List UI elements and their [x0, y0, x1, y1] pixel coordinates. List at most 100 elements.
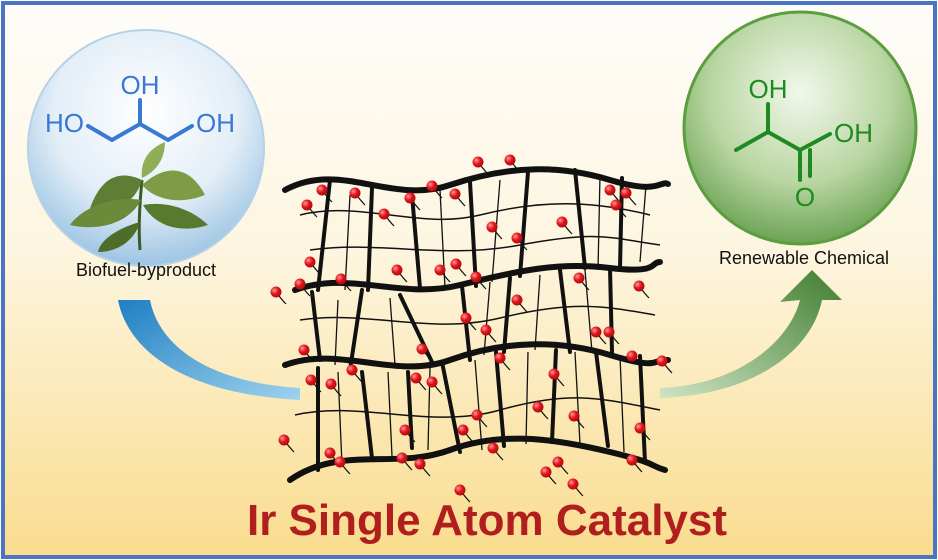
crosslink — [558, 268, 572, 354]
left-caption: Biofuel-byproduct — [76, 260, 216, 280]
ir-atom — [460, 312, 472, 324]
crosslink — [550, 348, 558, 444]
ir-atom — [396, 452, 408, 464]
ir-atom — [391, 264, 403, 276]
crosslink — [310, 290, 322, 362]
ir-atom — [301, 199, 313, 211]
ir-atom — [552, 456, 564, 468]
crosslink — [440, 360, 462, 454]
ir-atom — [511, 232, 523, 244]
crosslink-thin — [337, 371, 343, 466]
crosslink-thin — [344, 194, 351, 291]
ir-atom — [568, 410, 580, 422]
crosslink-thin — [389, 297, 396, 366]
crosslink — [410, 193, 422, 290]
crosslink-thin — [584, 269, 593, 353]
crosslink — [468, 180, 478, 288]
crosslink-thin — [534, 274, 541, 351]
crosslink-thin — [474, 359, 483, 451]
glycerol-ho-left: HO — [45, 108, 84, 138]
crosslink-thin — [491, 179, 501, 283]
polymer-crosslink-thin — [299, 203, 651, 221]
ir-atom — [604, 184, 616, 196]
ir-atom — [487, 442, 499, 454]
ir-atom — [416, 343, 428, 355]
crosslink-thin — [619, 355, 625, 453]
ir-atom — [434, 264, 446, 276]
ir-atom — [426, 376, 438, 388]
crosslink-thin — [639, 184, 647, 263]
crosslink-thin — [597, 174, 601, 271]
ir-atom — [457, 424, 469, 436]
ir-atom — [270, 286, 282, 298]
ir-atom — [471, 409, 483, 421]
polymer-strand — [292, 259, 663, 293]
lactic-o-bottom: O — [795, 182, 815, 212]
left-molecule-sphere: OH HO OH — [27, 29, 265, 267]
ir-atom — [610, 199, 622, 211]
crosslink-thin — [387, 371, 393, 457]
crosslink — [406, 370, 414, 450]
ir-atom — [414, 458, 426, 470]
ir-atom — [316, 184, 328, 196]
ir-atom — [404, 192, 416, 204]
left-flow-arrow — [118, 300, 300, 400]
ir-atom — [450, 258, 462, 270]
ir-atom — [590, 326, 602, 338]
ir-atom — [426, 180, 438, 192]
ir-atom — [567, 478, 579, 490]
crosslink — [502, 276, 512, 354]
crosslink — [608, 266, 614, 354]
ir-atom — [573, 272, 585, 284]
ir-atom — [633, 280, 645, 292]
ir-atom — [334, 456, 346, 468]
catalyst-network — [270, 154, 673, 503]
ir-atom — [494, 352, 506, 364]
ir-atom — [449, 188, 461, 200]
crosslink-thin — [334, 299, 339, 366]
crosslink — [348, 288, 364, 372]
ir-atom — [480, 324, 492, 336]
ir-atom — [540, 466, 552, 478]
ir-atom — [305, 374, 317, 386]
lactic-oh-top: OH — [749, 74, 788, 104]
crosslink — [360, 370, 374, 460]
glycerol-structure — [86, 98, 194, 142]
ir-atom — [511, 294, 523, 306]
crosslink-thin — [483, 281, 491, 356]
ir-atom — [325, 378, 337, 390]
ir-atom — [532, 401, 544, 413]
crosslink — [518, 170, 530, 278]
lactic-oh-right: OH — [834, 118, 873, 148]
main-title: Ir Single Atom Catalyst — [247, 496, 727, 545]
ir-atom — [504, 154, 516, 166]
polymer-strand — [282, 341, 671, 370]
ir-atom — [335, 273, 347, 285]
crosslink — [573, 168, 587, 270]
ir-atom — [626, 454, 638, 466]
ir-atom — [346, 364, 358, 376]
ir-atom — [454, 484, 466, 496]
right-flow-arrow — [660, 270, 842, 398]
ir-atom — [656, 355, 668, 367]
ir-atom — [470, 271, 482, 283]
ir-atom — [304, 256, 316, 268]
crosslink — [594, 350, 610, 448]
crosslink-thin — [525, 351, 529, 445]
right-molecule-sphere: OH OH O — [682, 10, 918, 246]
ir-atom — [324, 447, 336, 459]
ir-atom — [410, 372, 422, 384]
ir-atom — [378, 208, 390, 220]
ir-atom — [399, 424, 411, 436]
crosslink-thin — [574, 351, 581, 445]
ir-atom — [620, 187, 632, 199]
ir-atom — [626, 350, 638, 362]
crosslink — [366, 186, 374, 292]
glycerol-oh-right: OH — [196, 108, 235, 138]
right-caption: Renewable Chemical — [719, 248, 889, 268]
ir-atom — [486, 221, 498, 233]
ir-atom — [548, 368, 560, 380]
plant-icon — [70, 142, 208, 252]
